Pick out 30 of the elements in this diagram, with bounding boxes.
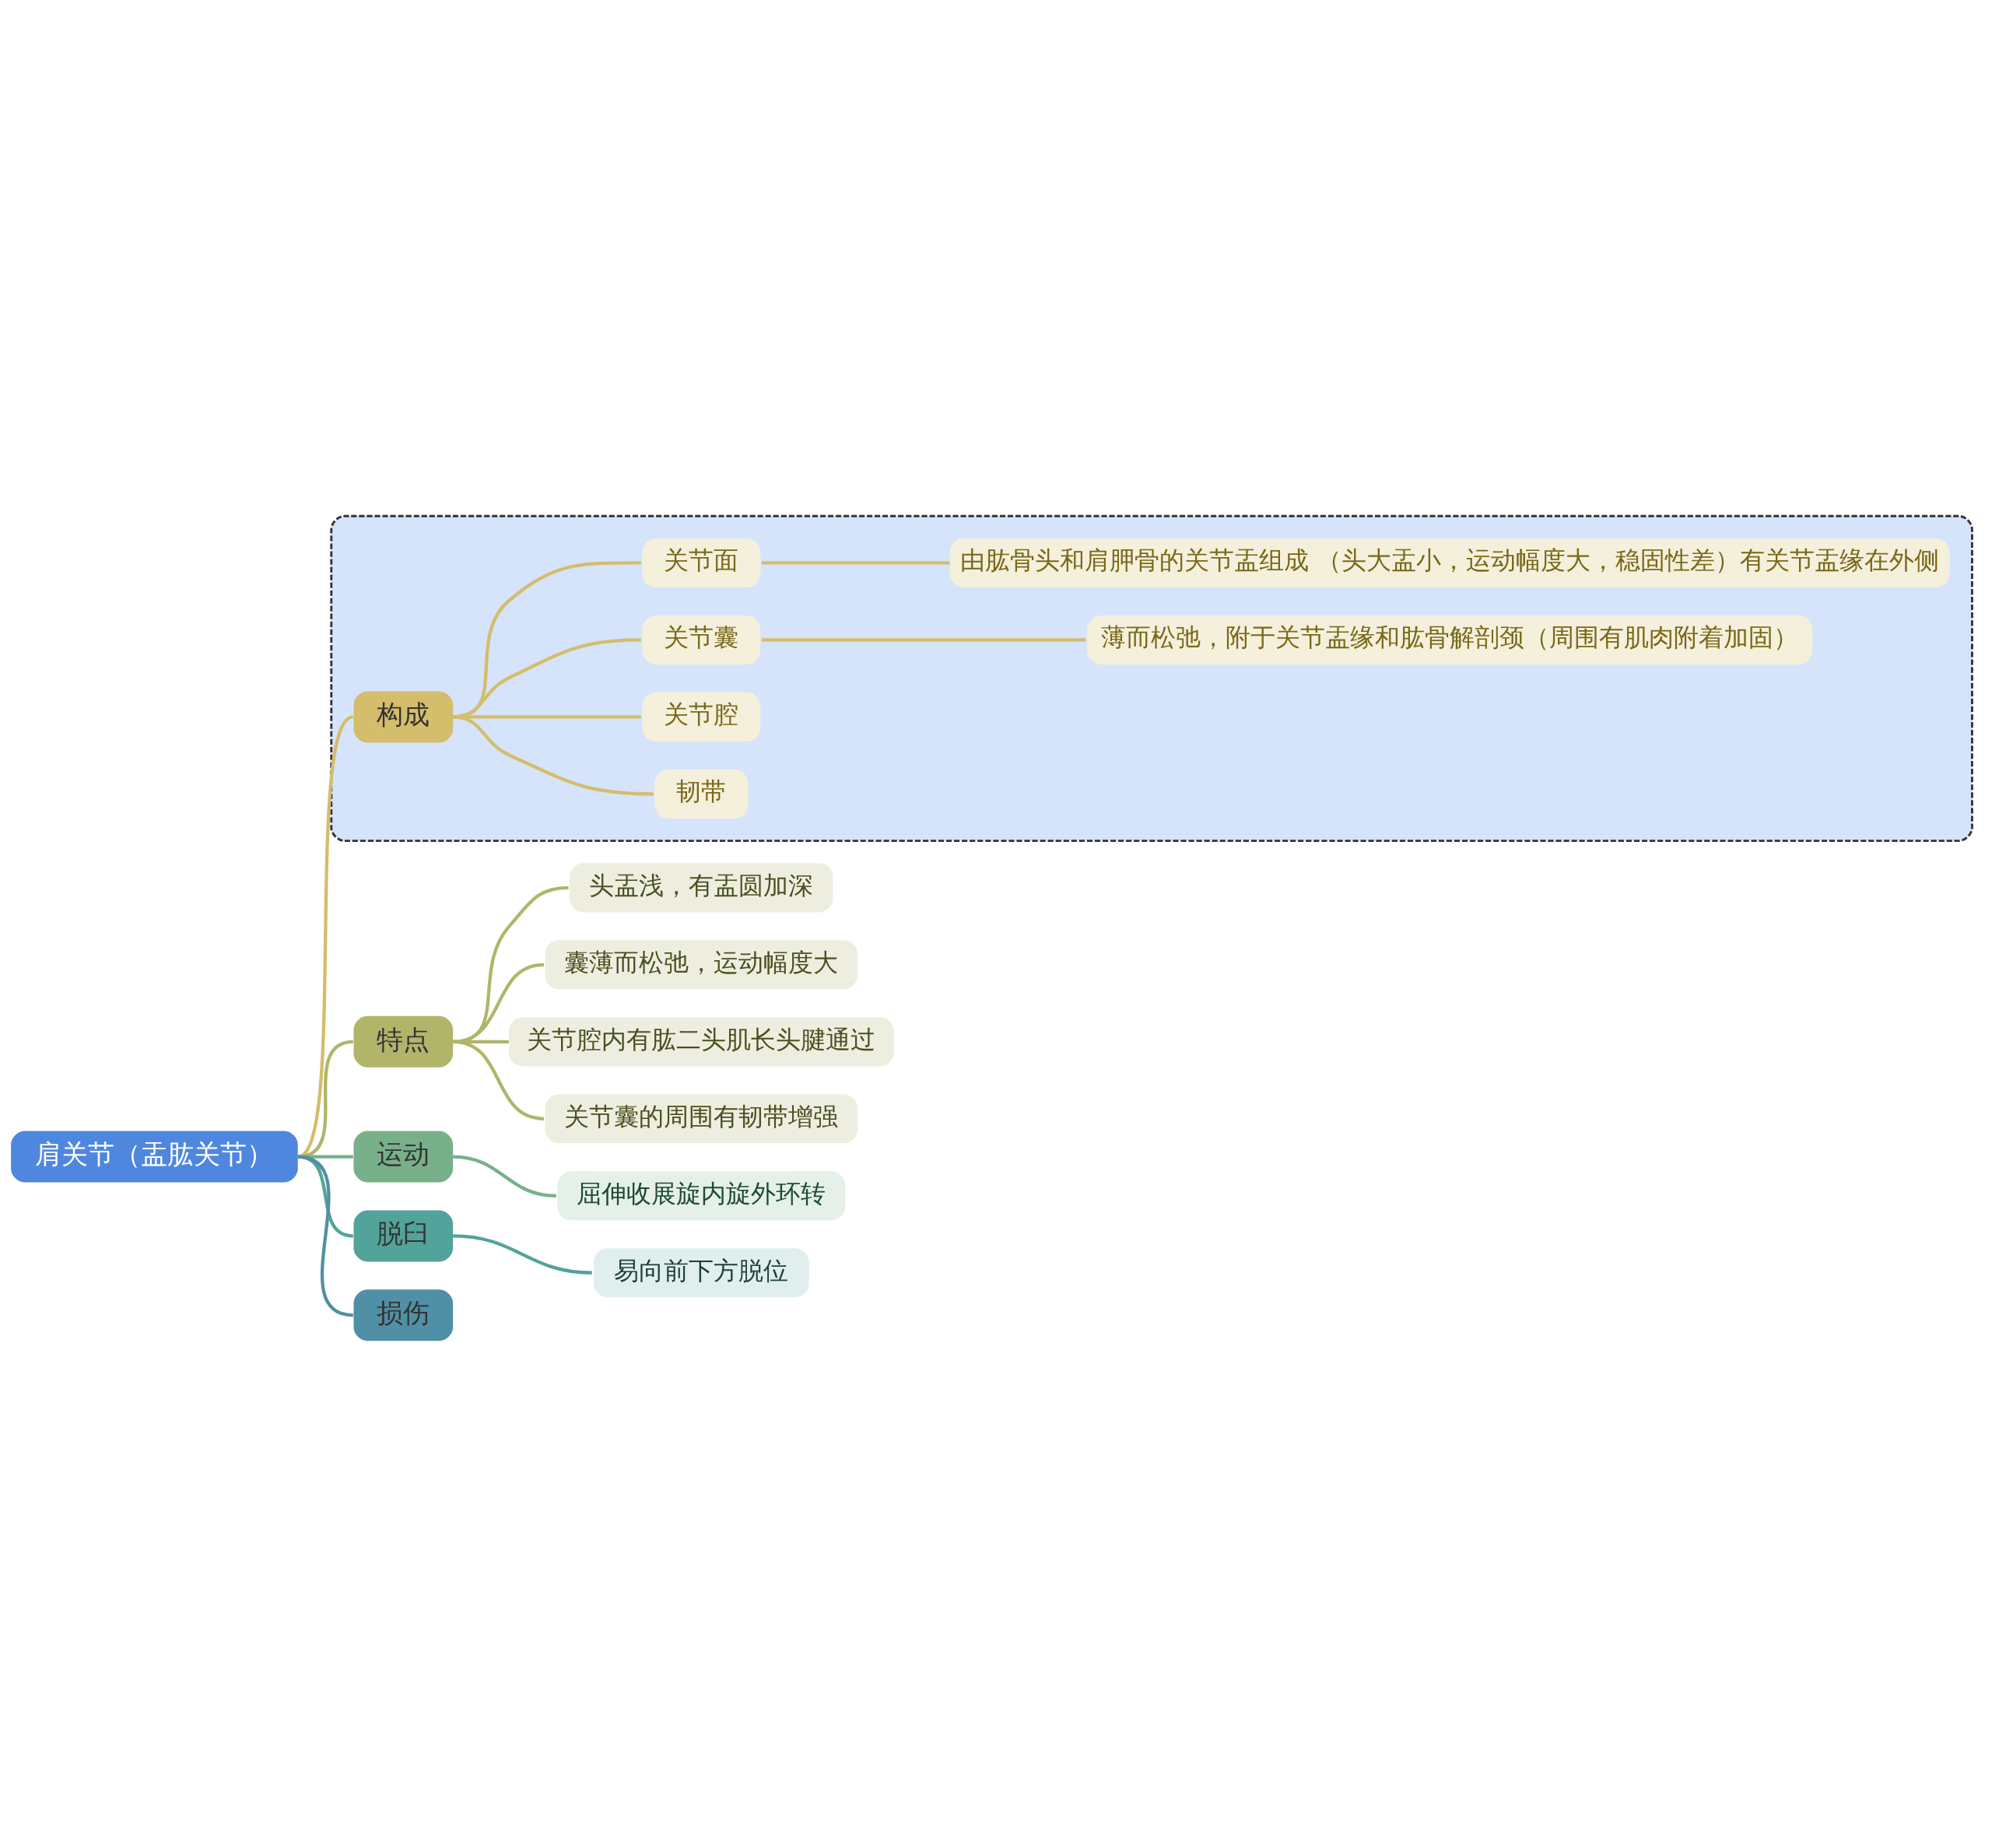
cluster: [330, 514, 1973, 843]
node-box: 肩关节（盂肱关节）: [11, 1131, 298, 1183]
node-box: 关节囊: [642, 615, 761, 665]
node-box: 运动: [353, 1131, 454, 1183]
connector: [297, 1155, 354, 1317]
node-box: 囊薄而松弛，运动幅度大: [545, 940, 858, 990]
node-box: 头盂浅，有盂圆加深: [570, 863, 833, 913]
connector: [296, 715, 355, 1159]
connector: [297, 1155, 353, 1159]
node-box: 由肱骨头和肩胛骨的关节盂组成 （头大盂小，运动幅度大，稳固性差）有关节盂缘在外侧: [949, 538, 1950, 587]
connector: [761, 638, 1086, 642]
node-box: 薄而松弛，附于关节盂缘和肱骨解剖颈（周围有肌肉附着加固）: [1086, 615, 1813, 665]
node-box: 脱臼: [353, 1210, 454, 1262]
node-box: 屈伸收展旋内旋外环转: [557, 1171, 846, 1221]
node-box: 损伤: [353, 1289, 454, 1341]
node-box: 韧带: [654, 769, 749, 819]
connector: [453, 715, 654, 796]
connector: [297, 1155, 354, 1238]
node-box: 关节面: [642, 538, 761, 587]
node-box: 易向前下方脱位: [593, 1248, 809, 1298]
node-box: 关节囊的周围有韧带增强: [545, 1094, 858, 1144]
node-box: 关节腔: [642, 692, 761, 742]
node-box: 特点: [353, 1015, 454, 1068]
node-box: 关节腔内有肱二头肌长头腱通过: [508, 1017, 894, 1067]
connector: [761, 561, 950, 565]
node-box: 构成: [353, 691, 454, 743]
connector: [453, 1234, 592, 1275]
connector: [297, 1040, 354, 1159]
connector: [452, 1040, 545, 1120]
connector: [453, 1155, 556, 1198]
